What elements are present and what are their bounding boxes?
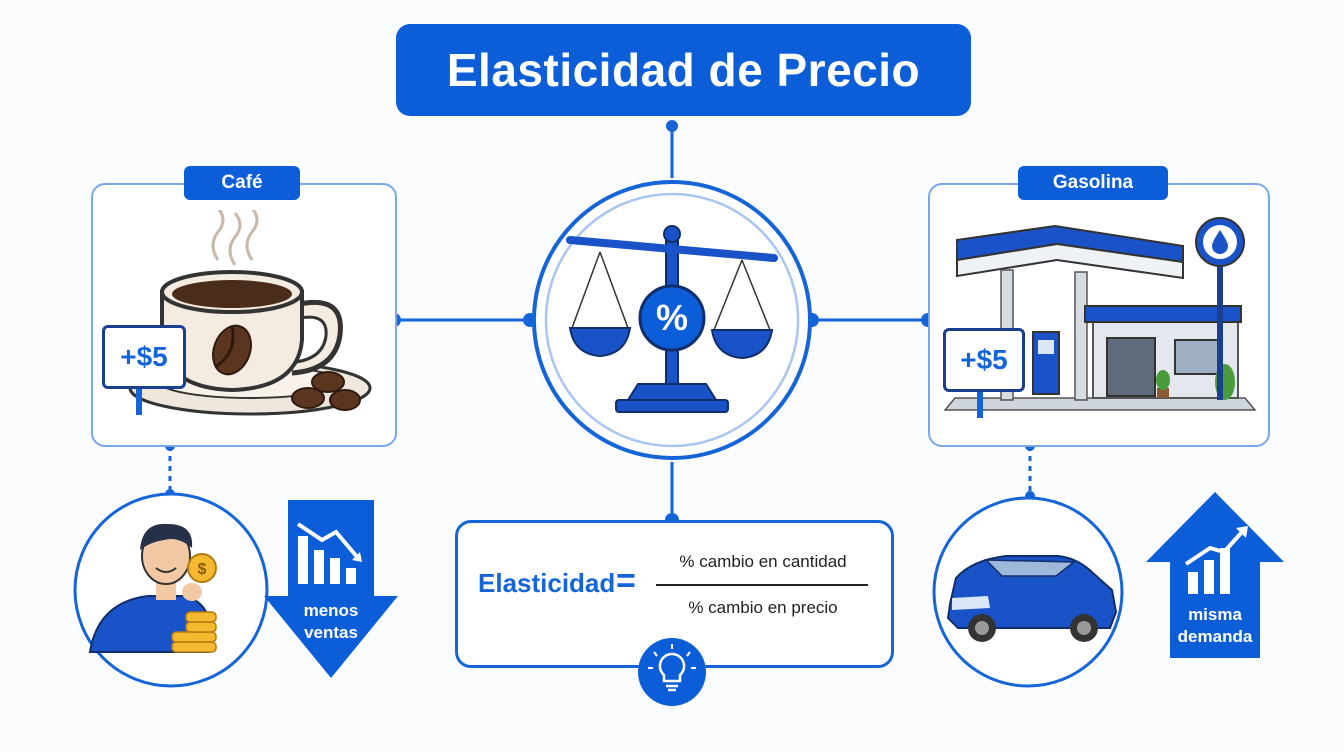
gas-price-tag: +$5 [943,328,1025,392]
page-title: Elasticidad de Precio [396,24,971,116]
svg-text:$: $ [198,561,207,578]
fraction-line [656,584,868,586]
car-icon [946,555,1118,642]
person-icon: $ [88,523,217,653]
lightbulb-icon [638,638,706,706]
gas-station-icon [943,217,1257,418]
left-result-line1: menos [303,601,359,620]
car-circle [932,496,1124,688]
formula-equals: = [616,562,636,600]
person-circle: $ [73,492,269,688]
center-circle [532,180,812,460]
right-result-line1: misma [1188,605,1242,624]
formula-numerator: % cambio en cantidad [679,552,847,571]
right-result-line2: demanda [1177,627,1253,646]
left-result-label: menos ventas [282,600,380,644]
coffee-price-tag: +$5 [102,325,186,389]
scale-icon [566,225,778,413]
formula-label: Elasticidad [478,568,616,598]
coffee-cup-icon [128,210,372,416]
gas-label: Gasolina [1018,166,1168,200]
percent-symbol: % [655,297,688,338]
down-arrow-icon [264,500,398,678]
formula-denominator: % cambio en precio [688,598,838,617]
left-result-line2: ventas [304,623,358,642]
right-result-label: misma demanda [1166,604,1264,648]
coffee-label: Café [184,166,300,200]
up-arrow-icon [1146,492,1284,658]
